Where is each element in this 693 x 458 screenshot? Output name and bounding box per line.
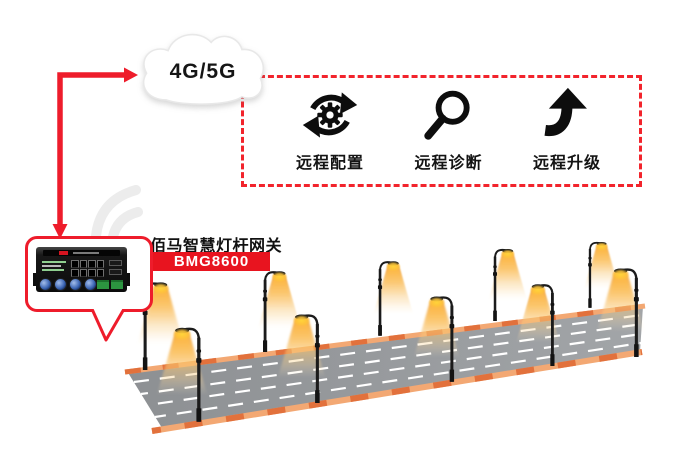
street-light xyxy=(515,282,591,366)
feature-label: 远程升级 xyxy=(532,155,601,172)
cloud-4g5g: 4G/5G xyxy=(131,24,275,110)
callout-tail xyxy=(90,309,126,342)
gateway-model-badge: BMG8600 xyxy=(153,252,270,271)
gateway-title: 佰马智慧灯杆网关 xyxy=(150,238,283,255)
sim-slot xyxy=(109,260,122,266)
road-surface xyxy=(127,306,643,428)
sim-slot xyxy=(109,269,122,275)
connection-arrow xyxy=(52,67,138,239)
feature-label: 远程配置 xyxy=(295,155,364,172)
road xyxy=(124,303,646,434)
lane-markings xyxy=(133,313,643,419)
street-light xyxy=(596,266,678,357)
device-label-line xyxy=(42,261,66,263)
terminal-block xyxy=(111,280,123,289)
mounting-ear xyxy=(33,273,37,286)
arrowhead-down xyxy=(52,224,68,239)
device-label-line xyxy=(42,269,64,271)
device-label-line xyxy=(42,265,61,267)
feature-label: 远程诊断 xyxy=(414,155,483,172)
remote-features-box: 远程配置 远程诊断 远程升级 xyxy=(241,75,642,187)
street-light xyxy=(413,294,492,382)
street-light xyxy=(156,325,243,422)
sync-gear-icon xyxy=(302,92,358,138)
upgrade-arrow-icon xyxy=(544,87,587,137)
street-light xyxy=(277,312,359,403)
ethernet-ports xyxy=(71,260,104,277)
feature-remote-upgrade: 远程升级 xyxy=(511,86,623,184)
terminal-block xyxy=(97,280,109,289)
feature-remote-diagnosis: 远程诊断 xyxy=(393,86,505,184)
feature-remote-config: 远程配置 xyxy=(274,86,386,184)
arrowhead-right xyxy=(124,67,138,83)
mounting-ear xyxy=(126,273,130,286)
device-model-text xyxy=(73,252,99,254)
device-logo xyxy=(59,251,68,255)
aviation-connectors xyxy=(39,278,97,291)
gateway-device xyxy=(33,247,130,294)
magnifier-icon xyxy=(423,90,470,140)
cloud-shape xyxy=(142,33,265,105)
cloud-label: 4G/5G xyxy=(169,60,237,83)
